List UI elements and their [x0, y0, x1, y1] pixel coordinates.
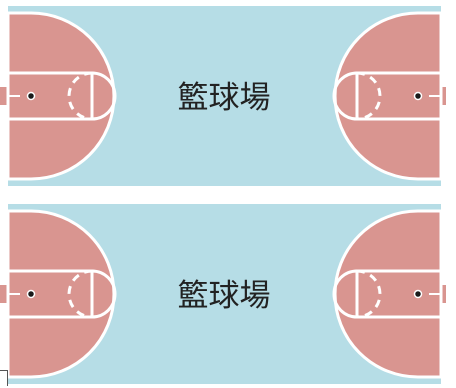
basketball-court: 籃球場: [0, 6, 446, 186]
basketball-court: 籃球場: [0, 204, 446, 384]
left-rim: [0, 285, 8, 303]
right-half-court: [332, 11, 446, 181]
right-basket-dot: [413, 289, 423, 299]
left-half-court: [0, 11, 117, 181]
right-free-throw-arc: [332, 269, 358, 319]
left-key-lane: [6, 71, 94, 121]
right-key-lane: [355, 71, 443, 121]
right-key-lane: [355, 269, 443, 319]
court-label: 籃球場: [178, 80, 271, 116]
left-key-lane: [6, 269, 94, 319]
left-basket-dot: [26, 91, 36, 101]
left-free-throw-arc-dashed: [67, 269, 93, 319]
left-free-throw-arc: [91, 269, 117, 319]
left-basket-dot: [26, 289, 36, 299]
right-free-throw-arc: [332, 71, 358, 121]
left-free-throw-arc-dashed: [67, 71, 93, 121]
right-rim: [441, 285, 446, 303]
left-rim: [0, 87, 8, 105]
left-half-court: [0, 209, 117, 379]
right-free-throw-arc-dashed: [356, 71, 382, 121]
corner-crop-mark: [0, 370, 8, 386]
right-half-court: [332, 209, 446, 379]
left-free-throw-arc: [91, 71, 117, 121]
right-free-throw-arc-dashed: [356, 269, 382, 319]
court-label: 籃球場: [178, 278, 271, 314]
right-rim: [441, 87, 446, 105]
right-basket-dot: [413, 91, 423, 101]
